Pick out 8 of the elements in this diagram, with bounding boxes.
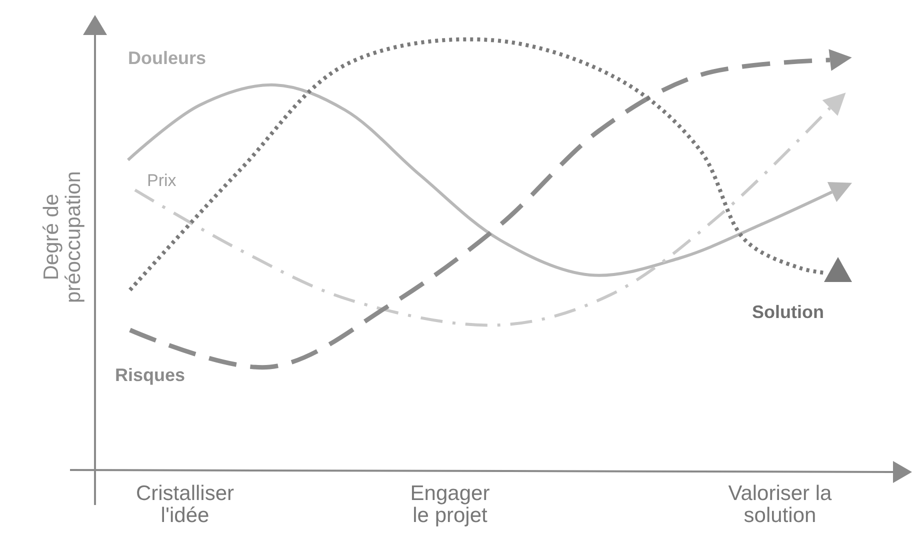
axis-category: Engager le projet [409,483,491,528]
curve-label: Douleurs [128,49,206,68]
curve-label: Prix [147,172,176,190]
curve-label: Risques [115,366,186,385]
curve-label: Solution [752,303,824,322]
axis-label: Degré de préoccupation [40,170,86,306]
axis-category: Valoriser la solution [727,483,833,528]
axis-category: Cristalliser l'idée [134,483,235,528]
